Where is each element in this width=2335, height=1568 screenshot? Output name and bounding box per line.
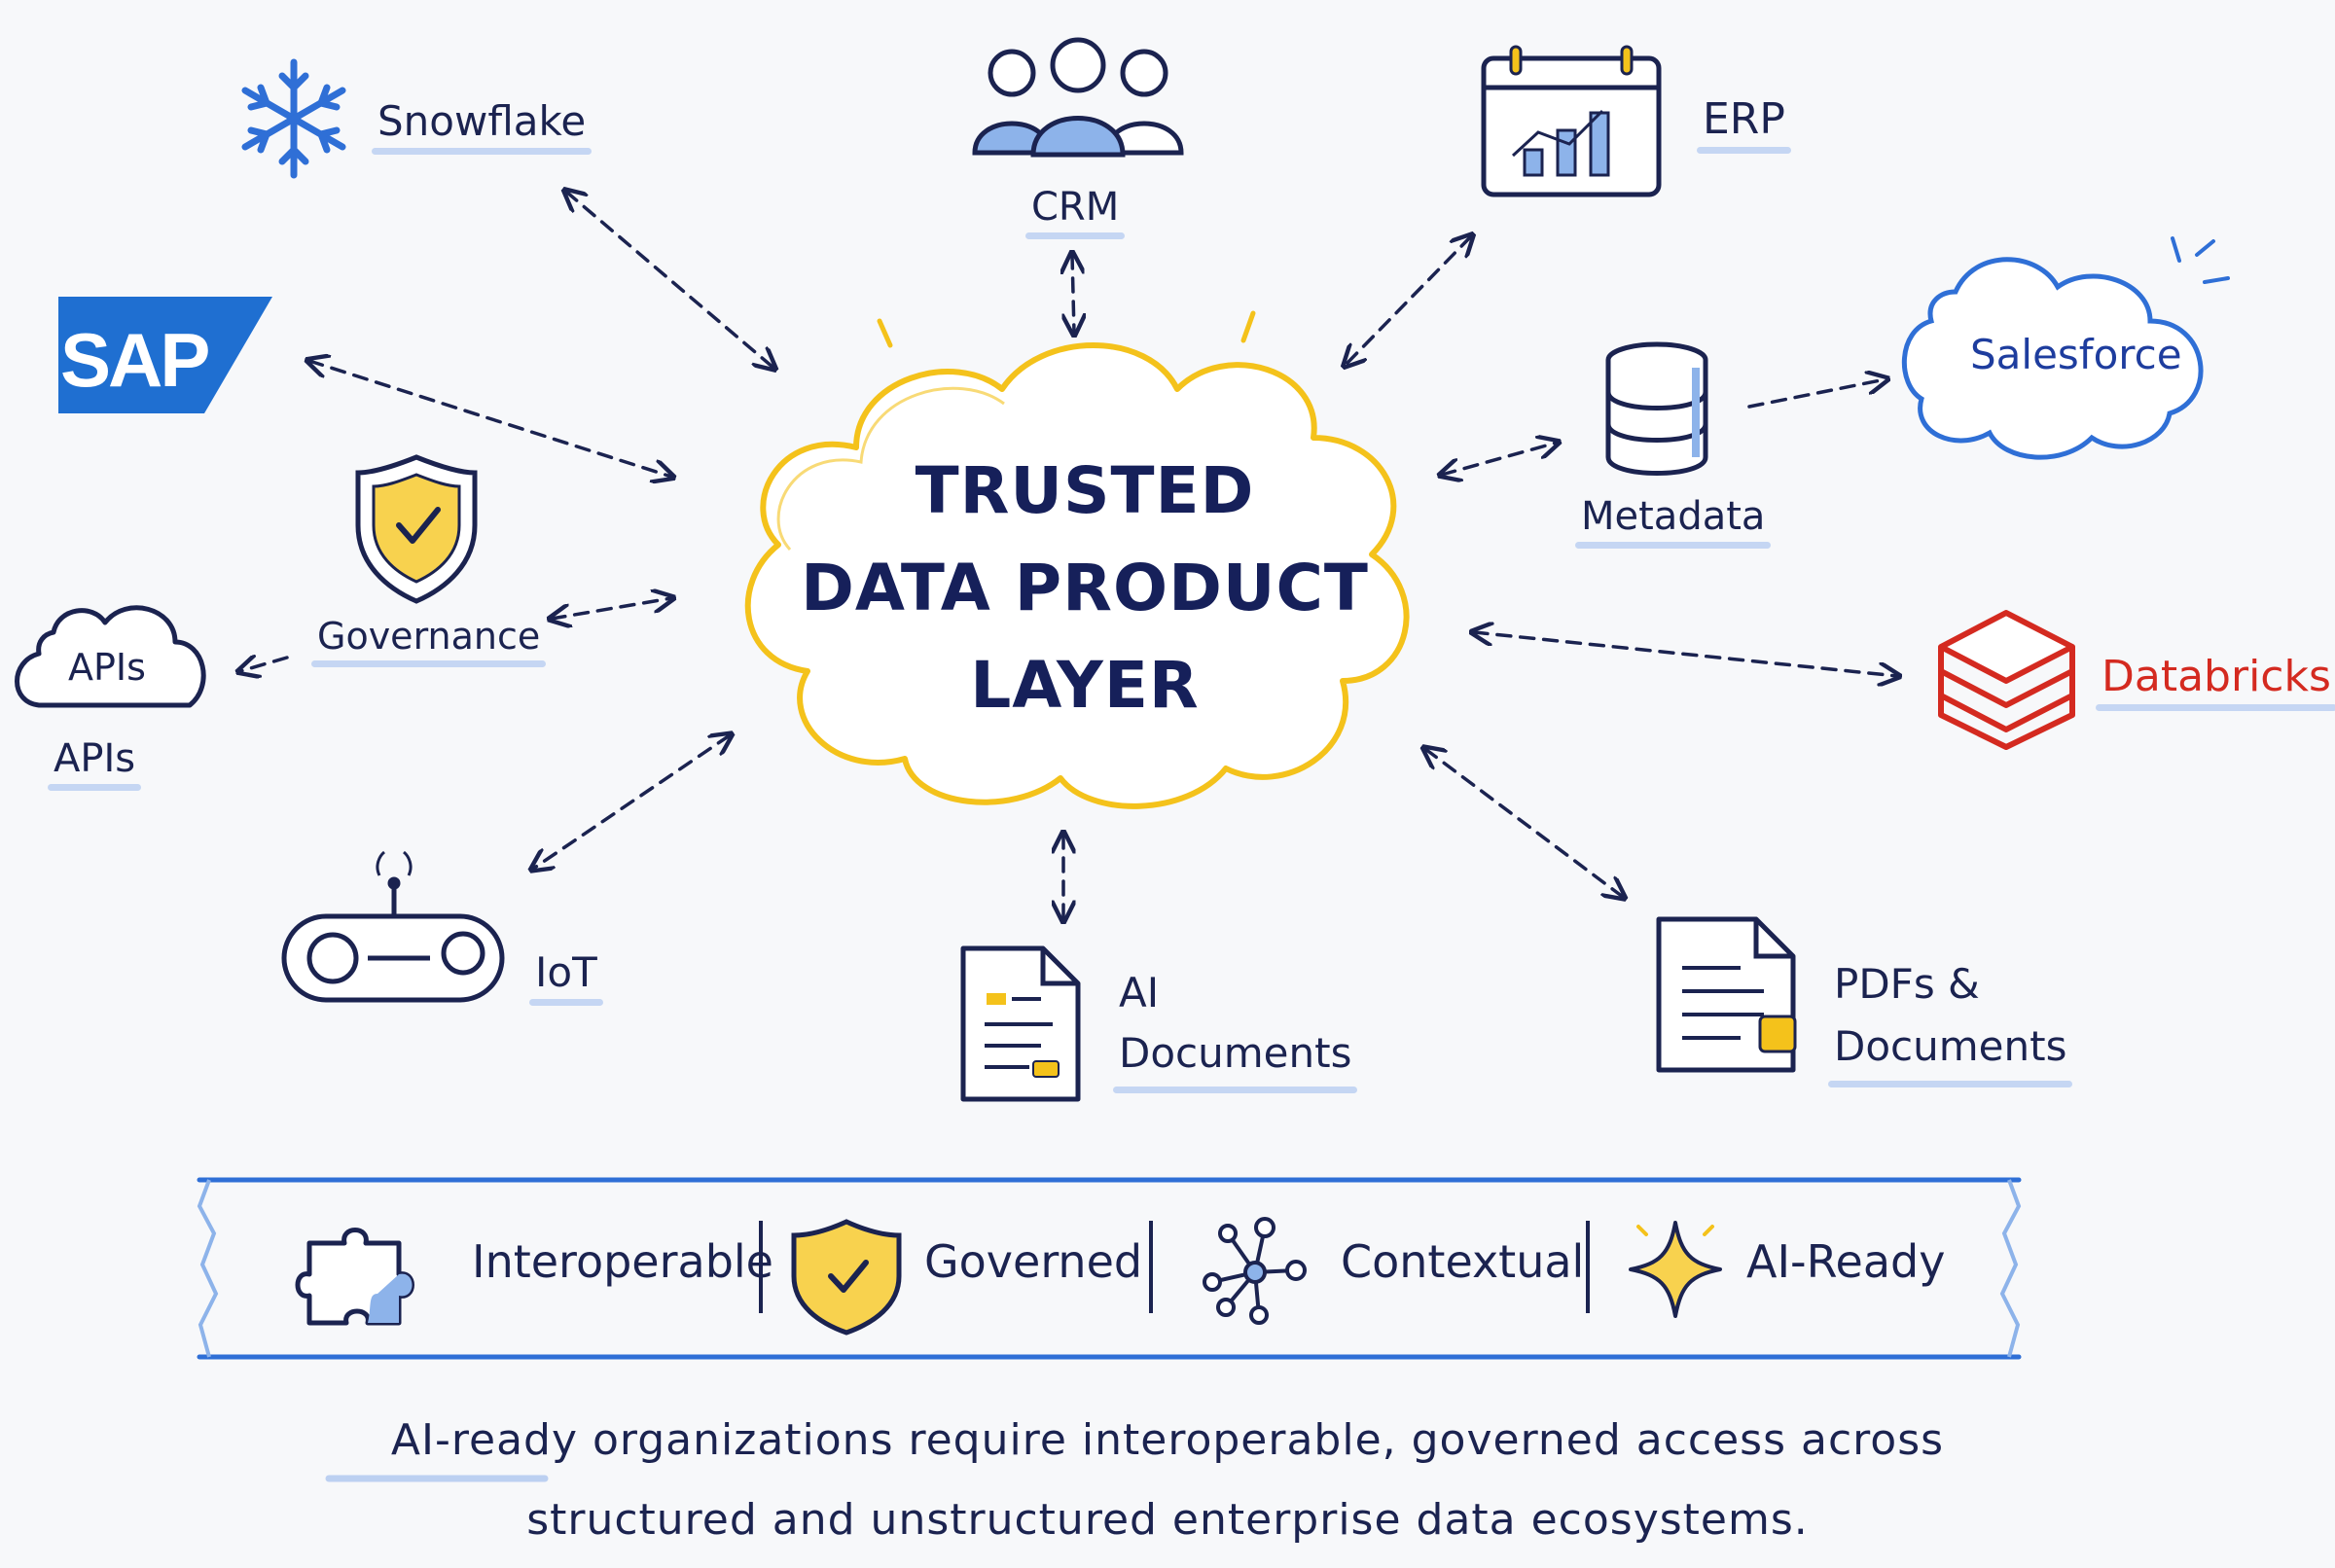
puzzle-icon — [295, 1228, 414, 1326]
database-icon — [1605, 341, 1708, 476]
link-iot — [533, 735, 730, 869]
ai-documents-line-1: AI — [1119, 969, 1160, 1016]
link-crm — [1072, 255, 1074, 333]
salesforce-label: Salesforce — [1970, 331, 2182, 378]
governed-shield-icon — [791, 1219, 902, 1336]
link-sap — [309, 361, 671, 477]
sap-wordmark: SAP — [60, 317, 210, 403]
link-pdfs — [1425, 749, 1623, 897]
link-governance — [552, 598, 671, 619]
salesforce-cloud-icon — [1901, 236, 2230, 460]
central-cloud — [744, 310, 1410, 809]
pdf-document-icon — [1656, 916, 1797, 1073]
link-apis — [240, 658, 289, 671]
connectors — [240, 192, 1897, 919]
spark-left — [877, 318, 893, 348]
apis-cloud-label: APIs — [68, 646, 146, 689]
people-icon — [972, 37, 1184, 158]
calendar-chart-icon — [1481, 45, 1662, 197]
link-snowflake — [566, 192, 773, 368]
pdfs-line-1: PDFs & — [1834, 960, 1980, 1008]
pdfs-line-2: Documents — [1834, 1022, 2067, 1070]
caption-line-1: AI-ready organizations require interoper… — [390, 1415, 1945, 1465]
metadata-label: Metadata — [1575, 494, 1772, 549]
center-line-2: DATA PRODUCT — [801, 551, 1369, 625]
ai-documents-line-2: Documents — [1119, 1029, 1352, 1077]
snowflake-label: Snowflake — [372, 97, 593, 155]
pillar-ai-ready: AI-Ready — [1746, 1235, 1946, 1288]
link-erp — [1346, 236, 1471, 365]
center-line-3: LAYER — [970, 648, 1200, 723]
apis-label: APIs — [48, 736, 142, 791]
sparkle-icon — [1629, 1221, 1722, 1318]
databricks-icon — [1938, 610, 2075, 750]
crm-label: CRM — [1025, 185, 1126, 239]
snowflake-icon — [241, 58, 346, 179]
pillar-governed: Governed — [924, 1235, 1143, 1288]
erp-label: ERP — [1697, 94, 1791, 154]
ai-document-icon — [960, 945, 1081, 1102]
link-databricks — [1474, 632, 1897, 676]
iot-label: IoT — [529, 948, 603, 1006]
center-title: TRUSTED DATA PRODUCT LAYER — [769, 443, 1401, 734]
governance-label: Governance — [311, 615, 547, 667]
pillar-interoperable: Interoperable — [472, 1235, 773, 1288]
sap-logo — [58, 297, 272, 413]
shield-check-icon — [355, 454, 478, 604]
pillar-band — [197, 1177, 2022, 1360]
caption-line-2: structured and unstructured enterprise d… — [526, 1495, 1809, 1545]
spark-right — [1240, 310, 1256, 343]
ai-documents-label: AI Documents — [1113, 963, 1358, 1093]
iot-device-icon — [281, 850, 505, 1003]
center-line-1: TRUSTED — [915, 453, 1255, 528]
databricks-label: Databricks — [2096, 652, 2335, 711]
link-metadata — [1442, 443, 1557, 475]
pdfs-label: PDFs & Documents — [1828, 953, 2073, 1087]
link-salesforce — [1747, 379, 1886, 409]
network-icon — [1203, 1217, 1307, 1325]
pillar-contextual: Contextual — [1341, 1235, 1585, 1288]
apis-cloud-icon — [15, 605, 206, 708]
